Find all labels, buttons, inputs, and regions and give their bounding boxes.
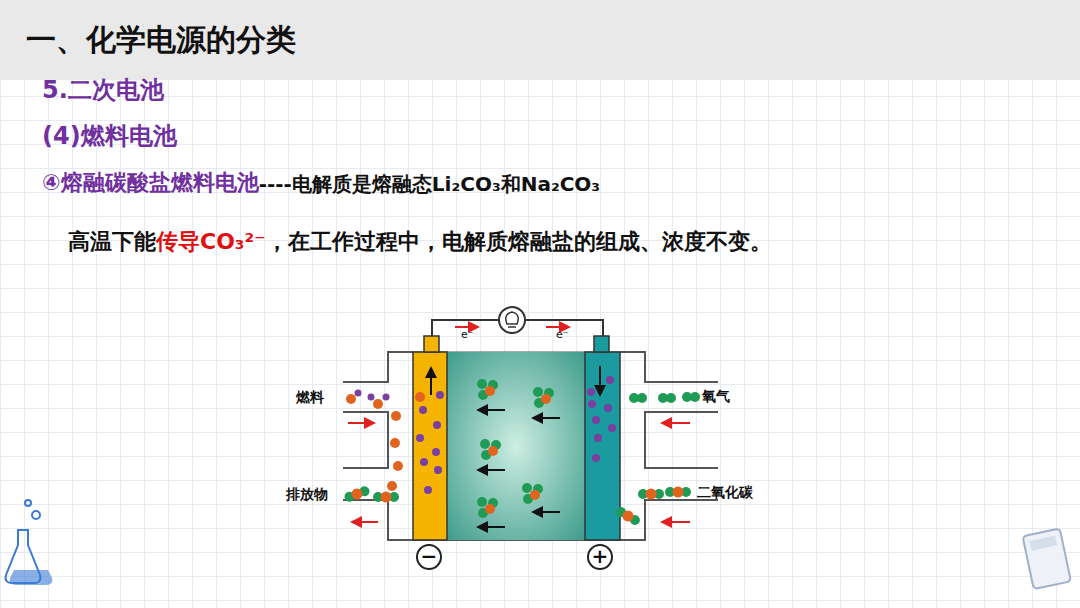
gas-label: 排放物 — [286, 486, 328, 503]
gas-label: 二氧化碳 — [697, 484, 753, 501]
body-text: ，在工作过程中，电解质熔融盐的组成、浓度不变。 — [266, 229, 772, 255]
body-text: 高温下能 — [68, 229, 156, 255]
item-heading: ④熔融碳酸盐燃料电池 — [42, 170, 259, 196]
gas-label: 氧气 — [702, 388, 730, 405]
slide-title: 一、化学电源的分类 — [26, 22, 296, 58]
electron-label: e⁻ — [461, 328, 474, 341]
subsection-heading: (4)燃料电池 — [42, 122, 177, 151]
gas-label: 燃料 — [296, 389, 324, 406]
electron-label: e⁻ — [556, 328, 569, 341]
section-heading: 5.二次电池 — [42, 76, 164, 105]
terminal-sign: + — [592, 544, 609, 568]
highlight-text: 传导CO₃²⁻ — [156, 229, 266, 255]
item-note: ----电解质是熔融态Li₂CO₃和Na₂CO₃ — [259, 172, 600, 196]
terminal-sign: − — [421, 544, 438, 568]
